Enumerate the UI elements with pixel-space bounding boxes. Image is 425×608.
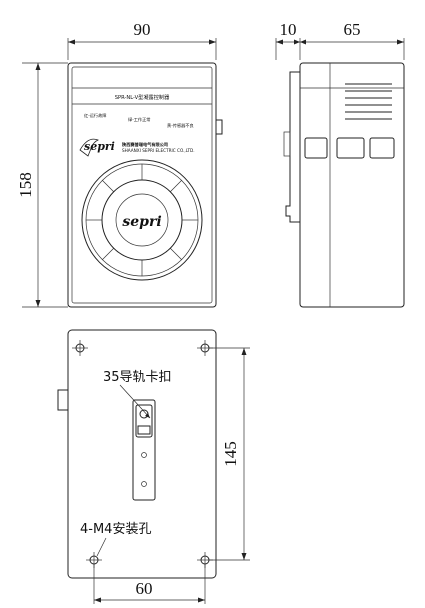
back-knob bbox=[57, 389, 69, 411]
dim-back-width: 60 bbox=[93, 564, 206, 604]
side-knob bbox=[215, 119, 223, 135]
back-height-label: 145 bbox=[221, 441, 240, 467]
back-width-label: 60 bbox=[136, 579, 153, 598]
rail-clip-label: 35导轨卡扣 bbox=[103, 370, 172, 385]
model-title: SPR-NL-V型凝露控制器 bbox=[115, 93, 170, 101]
sepri-logo-small: sepri bbox=[79, 138, 115, 157]
legend-red: 红-运行故障 bbox=[84, 112, 106, 119]
dim-front-width: 90 bbox=[67, 20, 217, 60]
dim-side: 10 65 bbox=[275, 20, 405, 60]
company-name-en: SHAANXI SEPRI ELECTRIC CO.,LTD. bbox=[122, 148, 195, 153]
rail-clip bbox=[132, 399, 156, 501]
dim-back-height: 145 bbox=[209, 347, 250, 561]
side-depth-label: 65 bbox=[344, 20, 361, 39]
company-name-cn: 陕西赛普瑞电气有限公司 bbox=[122, 141, 168, 148]
front-height-label: 158 bbox=[16, 172, 35, 198]
legend-green: 绿-工作正常 bbox=[128, 116, 150, 123]
side-rail-label: 10 bbox=[280, 20, 297, 39]
vent-slots bbox=[345, 83, 392, 120]
front-view: 90 158 SPR-NL-V型凝露控制器 红-运行故障 绿-工作正常 黄-传感… bbox=[16, 20, 223, 308]
mount-hole-label: 4-M4安装孔 bbox=[80, 522, 151, 537]
svg-text:sepri: sepri bbox=[84, 140, 115, 153]
dim-front-height: 158 bbox=[16, 62, 68, 308]
speaker-grille: sepri bbox=[81, 159, 203, 281]
legend-yellow: 黄-传感器不良 bbox=[167, 122, 194, 129]
back-view: 35导轨卡扣 4-M4安装孔 145 60 bbox=[57, 329, 250, 604]
front-body bbox=[67, 62, 217, 308]
sepri-logo-center: sepri bbox=[122, 214, 161, 230]
front-width-label: 90 bbox=[134, 20, 151, 39]
side-view: 10 65 bbox=[275, 20, 405, 308]
side-body bbox=[299, 62, 405, 308]
din-rail-clip bbox=[285, 71, 301, 223]
